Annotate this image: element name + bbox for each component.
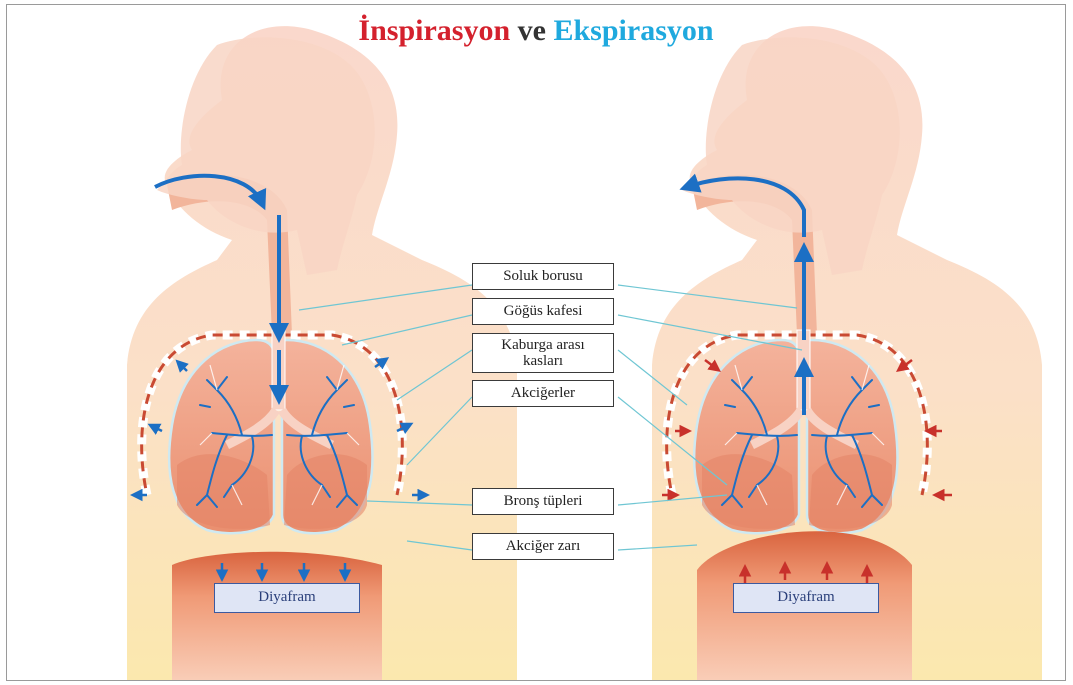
label-bronchial-tubes: Bronş tüpleri — [472, 488, 614, 515]
title-inspiration: İnspirasyon — [358, 14, 510, 47]
label-diaphragm-right: Diyafram — [733, 583, 879, 613]
diagram-frame: İnspirasyon ve Ekspirasyon Soluk borusu … — [6, 4, 1066, 681]
title-expiration: Ekspirasyon — [553, 14, 713, 47]
page-title: İnspirasyon ve Ekspirasyon — [7, 11, 1065, 51]
title-conjunction: ve — [518, 14, 546, 47]
label-diaphragm-left: Diyafram — [214, 583, 360, 613]
label-kaburga-line2: kasları — [473, 353, 613, 369]
label-akcigerler: Akciğerler — [472, 380, 614, 407]
label-soluk-borusu: Soluk borusu — [472, 263, 614, 290]
expiration-figure — [652, 26, 1042, 680]
label-akciger-zari: Akciğer zarı — [472, 533, 614, 560]
label-kaburga-line1: Kaburga arası — [473, 337, 613, 353]
inspiration-figure — [127, 26, 517, 680]
label-kaburga-arasi-kaslari: Kaburga arası kasları — [472, 333, 614, 373]
label-gogus-kafesi: Göğüs kafesi — [472, 298, 614, 325]
